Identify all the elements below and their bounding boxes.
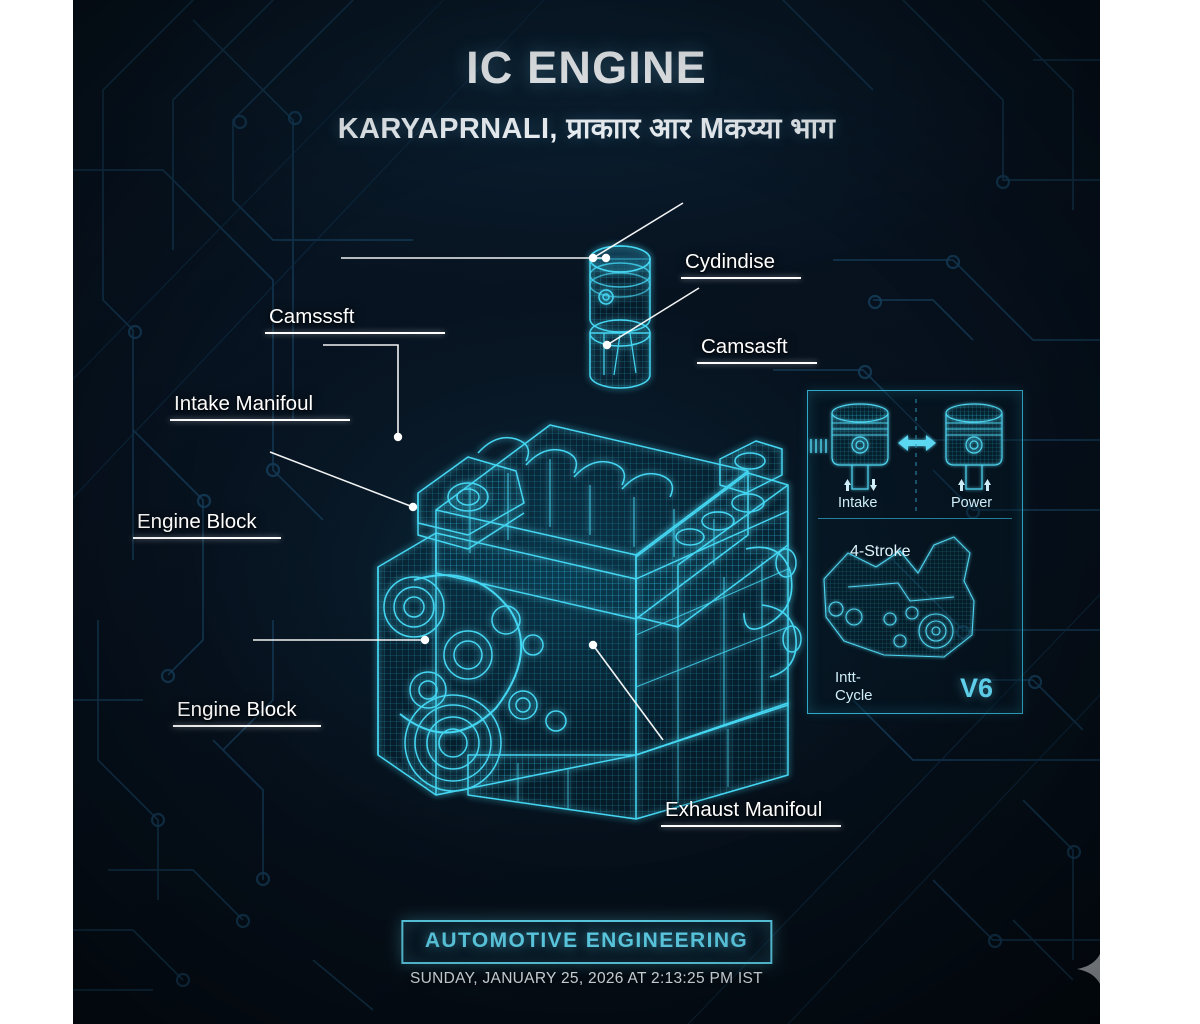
stroke-exchange-arrow-icon: [898, 435, 936, 451]
stroke-label-power: Power: [951, 495, 993, 511]
callout-label-text: Camsssft: [269, 305, 355, 328]
callout-label-text: Engine Block: [177, 698, 297, 721]
engine-cycle-inset-panel: Intake Power: [807, 390, 1023, 714]
callout-cylinder-head: Cydindise: [681, 250, 801, 279]
cycle-subtitle-line1: Intt-: [835, 669, 861, 686]
timestamp: SUNDAY, JANUARY 25, 2026 AT 2:13:25 PM I…: [410, 970, 763, 987]
piston-power-icon: [945, 403, 1003, 490]
poster-canvas: IC ENGINE KARYAPRNALI, प्राकाार आर Mकय्य…: [73, 0, 1100, 1024]
page-title: IC ENGINE: [466, 42, 707, 93]
piston-intake-icon: [810, 403, 889, 490]
category-badge: AUTOMOTIVE ENGINEERING: [400, 920, 773, 964]
callout-engine-block-mid: Engine Block: [133, 510, 281, 539]
stroke-label-intake: Intake: [838, 495, 878, 511]
panel-divider: [818, 518, 1012, 520]
exploded-cylinder-upper: [589, 245, 651, 333]
callout-underline: [170, 419, 350, 421]
callout-camshaft-left: Camsssft: [265, 305, 445, 334]
callout-engine-block-low: Engine Block: [173, 698, 321, 727]
cycle-title: 4-Stroke: [850, 543, 911, 560]
callout-label-text: Engine Block: [137, 510, 257, 533]
callout-underline: [133, 537, 281, 539]
cycle-subtitle-line2: Cycle: [835, 687, 873, 704]
callout-underline: [681, 277, 801, 279]
page-subtitle: KARYAPRNALI, प्राकाार आर Mकय्या भाग: [337, 113, 836, 145]
callout-camshaft-right: Camsasft: [697, 335, 817, 364]
callout-label-text: Exhaust Manifoul: [665, 798, 823, 821]
callout-label-text: Cydindise: [685, 250, 776, 273]
callout-underline: [661, 825, 841, 827]
engine-config-label: V6: [960, 673, 994, 703]
callout-underline: [265, 332, 445, 334]
callout-underline: [173, 725, 321, 727]
sparkle-icon: [1077, 953, 1100, 985]
engine-block-cutaway-icon: [823, 536, 975, 658]
callout-underline: [697, 362, 817, 364]
callout-label-text: Camsasft: [701, 335, 788, 358]
callout-intake-manifold: Intake Manifoul: [170, 392, 350, 421]
callout-exhaust-manifold: Exhaust Manifoul: [661, 798, 841, 827]
callout-label-text: Intake Manifoul: [174, 392, 314, 415]
